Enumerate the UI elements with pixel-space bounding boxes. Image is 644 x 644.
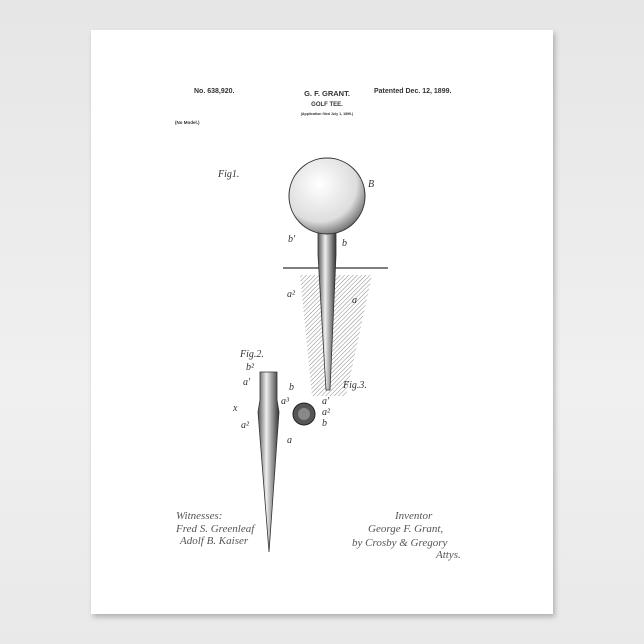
figure-1: Fig1. B b' b a² a — [217, 158, 388, 396]
inventor-name: G. F. GRANT. — [304, 89, 350, 98]
tee-core — [298, 408, 310, 420]
golf-ball — [289, 158, 365, 234]
ref-label: b — [342, 238, 347, 249]
witnesses-heading: Witnesses: — [176, 510, 222, 522]
patent-number: No. 638,920. — [194, 88, 235, 95]
application-date: (Application filed July 1, 1899.) — [301, 112, 354, 116]
patented-date: Patented Dec. 12, 1899. — [374, 88, 451, 95]
figure-2: Fig.2. b² a' b x a³ a² a — [232, 349, 294, 552]
fig3-label: Fig.3. — [342, 380, 367, 391]
ground-section — [300, 275, 372, 396]
ref-label: a² — [287, 289, 296, 300]
tee-detail — [258, 372, 279, 552]
ref-label: b' — [288, 234, 296, 245]
ref-label: a' — [322, 396, 330, 407]
ref-label: b — [322, 418, 327, 429]
attorney-signature: by Crosby & Gregory — [352, 537, 448, 549]
fig2-label: Fig.2. — [239, 349, 264, 360]
witness-name: Fred S. Greenleaf — [175, 523, 256, 535]
ref-label: a² — [241, 420, 250, 431]
ref-label: x — [232, 403, 238, 414]
attorneys-label: Attys. — [435, 549, 461, 561]
ref-label: a' — [243, 377, 251, 388]
ref-label: a³ — [281, 396, 290, 407]
inventor-signature: George F. Grant, — [368, 523, 443, 535]
ref-label: a — [352, 295, 357, 306]
model-note: (No Model.) — [175, 120, 200, 125]
witness-name: Adolf B. Kaiser — [179, 535, 249, 547]
patent-title: GOLF TEE. — [311, 102, 343, 108]
ref-label: a — [287, 435, 292, 446]
ref-label: B — [368, 179, 374, 190]
fig1-label: Fig1. — [217, 169, 239, 180]
ref-label: b² — [246, 362, 255, 373]
inventor-heading: Inventor — [394, 510, 433, 522]
ref-label: b — [289, 382, 294, 393]
ref-label: a² — [322, 407, 331, 418]
